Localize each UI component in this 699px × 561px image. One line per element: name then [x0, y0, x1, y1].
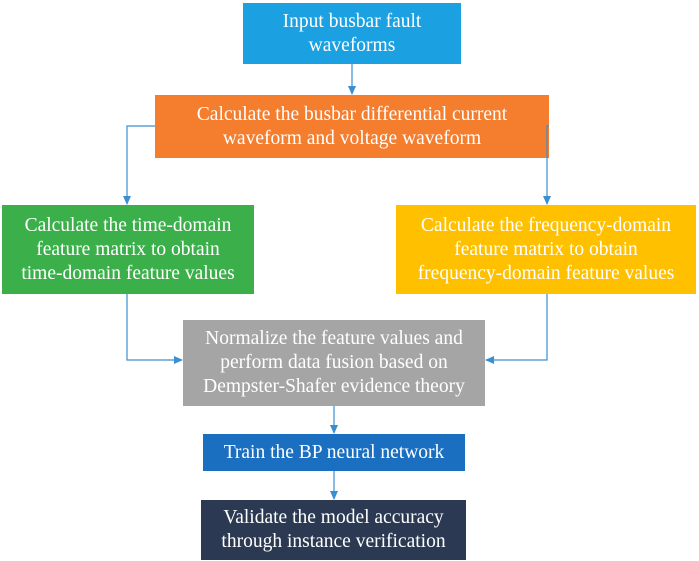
- frequency-domain-box: Calculate the frequency-domain feature m…: [396, 205, 696, 294]
- validate-model-box: Validate the model accuracy through inst…: [201, 500, 466, 560]
- arrow-time-domain-to-normalize: [126, 294, 183, 364]
- input-waveforms-box: Input busbar fault waveforms: [243, 3, 461, 64]
- arrow-differential-to-frequency-domain: [543, 125, 551, 205]
- normalize-fusion-text: Normalize the feature values and perform…: [203, 328, 465, 397]
- input-waveforms-text: Input busbar fault waveforms: [282, 10, 422, 56]
- normalize-fusion-box: Normalize the feature values and perform…: [183, 320, 485, 406]
- calc-differential-box: Calculate the busbar differential curren…: [155, 95, 549, 158]
- arrow-frequency-domain-to-normalize: [485, 294, 548, 364]
- arrow-differential-to-time-domain: [123, 125, 155, 205]
- frequency-domain-text: Calculate the frequency-domain feature m…: [417, 214, 675, 284]
- train-bp-text: Train the BP neural network: [223, 441, 445, 463]
- time-domain-text: Calculate the time-domain feature matrix…: [21, 214, 235, 284]
- validate-model-text: Validate the model accuracy through inst…: [221, 507, 446, 552]
- train-bp-box: Train the BP neural network: [203, 434, 465, 471]
- calc-differential-text: Calculate the busbar differential curren…: [196, 103, 508, 149]
- time-domain-box: Calculate the time-domain feature matrix…: [2, 205, 254, 294]
